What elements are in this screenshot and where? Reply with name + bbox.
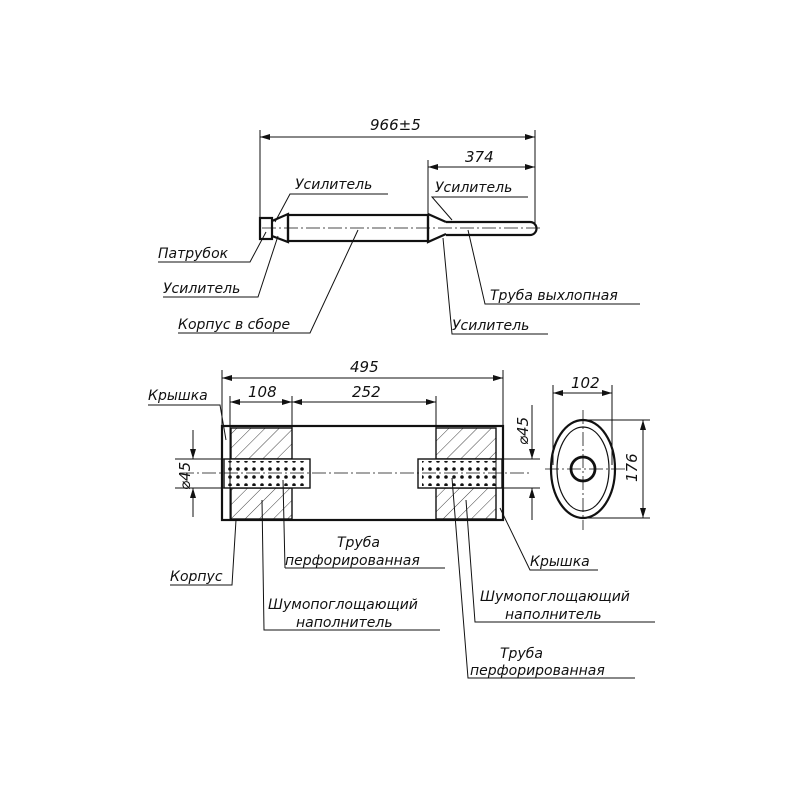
dim-left: 108	[248, 383, 277, 401]
exhaust-pipe	[446, 220, 538, 237]
absorber-left-top	[230, 427, 293, 460]
dim-total: 966±5	[370, 116, 421, 134]
dim-length: 495	[350, 358, 379, 376]
dim-height: 176	[623, 453, 641, 482]
label-perforated-pipe: Труба	[500, 646, 543, 662]
end-view: 102 176	[545, 374, 650, 530]
label-perforated-pipe: перфорированная	[470, 663, 605, 679]
label-reinforcer: Усилитель	[295, 177, 372, 193]
label-absorber: наполнитель	[296, 615, 393, 631]
dim-pipe-right: ⌀45	[514, 417, 532, 445]
label-perforated-pipe: Труба	[337, 535, 380, 551]
perforated-pipe-left	[228, 461, 308, 486]
absorber-right-top	[435, 427, 497, 460]
dim-pipe-left: ⌀45	[176, 462, 194, 490]
body-section	[220, 424, 505, 522]
label-exhaust-pipe: Труба выхлопная	[490, 288, 618, 304]
inlet-pipe	[258, 216, 274, 241]
section-view: 495 108 252 ⌀45 ⌀45 Крышка Труба перфори…	[148, 358, 655, 679]
perforated-pipe-right	[422, 461, 500, 486]
label-absorber: Шумопоглощающий	[480, 589, 630, 605]
label-body: Корпус	[170, 569, 223, 585]
label-cover: Крышка	[530, 554, 590, 570]
top-view: 966±5 374 Усилитель Патрубок Усилитель К…	[158, 116, 640, 335]
label-reinforcer: Усилитель	[435, 180, 512, 196]
label-cover: Крышка	[148, 388, 208, 404]
label-inlet-pipe: Патрубок	[158, 246, 229, 262]
dim-outlet: 374	[465, 148, 494, 166]
absorber-left-bottom	[230, 487, 293, 520]
label-perforated-pipe: перфорированная	[285, 553, 420, 569]
dim-width: 102	[571, 374, 600, 392]
label-absorber: Шумопоглощающий	[268, 597, 418, 613]
label-absorber: наполнитель	[505, 607, 602, 623]
dim-middle: 252	[352, 383, 381, 401]
label-reinforcer: Усилитель	[452, 318, 529, 334]
label-reinforcer: Усилитель	[163, 281, 240, 297]
reinforcer-right	[426, 212, 447, 244]
label-body-assembly: Корпус в сборе	[178, 317, 290, 333]
